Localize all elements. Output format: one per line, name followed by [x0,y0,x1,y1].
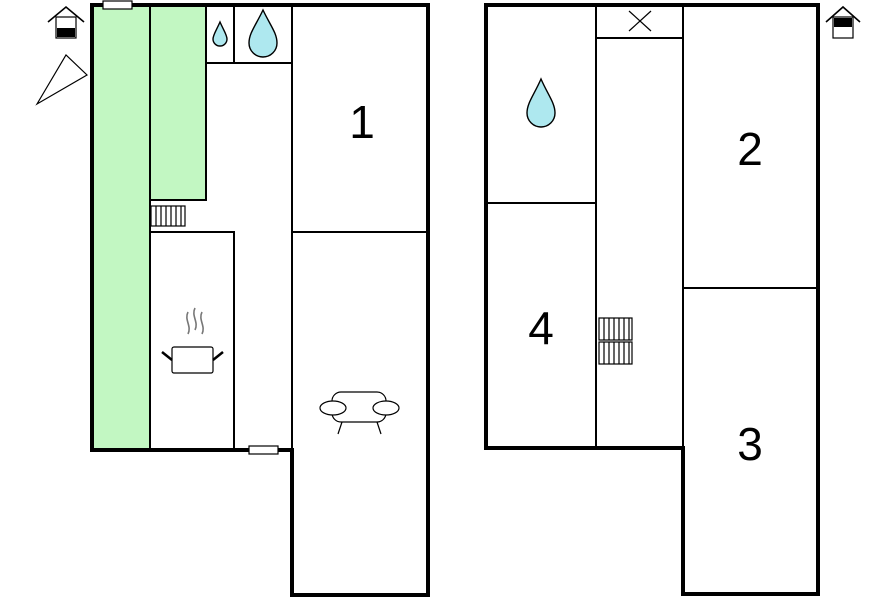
floor-left: 1 [90,0,430,597]
outer-wall-left [90,3,430,597]
wall [150,231,235,450]
water-drop-icon [526,77,556,128]
kitchen-pot-icon [161,307,224,374]
room-label-3: 3 [737,418,763,470]
floor-right: 2 3 4 [484,3,820,596]
wall [150,5,207,201]
terrace-strip [92,5,150,450]
compass-north-icon [35,54,88,106]
balcony-strip [150,5,206,200]
door-icon [248,445,279,455]
radiator-icon [150,205,186,227]
room-label-2: 2 [737,123,763,175]
void-cross-icon [628,10,652,32]
sofa-icon [319,391,400,435]
house-entrance-icon [825,5,861,39]
stairs-icon [598,317,633,365]
house-entrance-icon [47,5,85,39]
window-icon [102,0,133,10]
room-label-4: 4 [528,302,554,354]
water-drop-icon [248,8,278,58]
outer-wall-right [484,3,820,596]
water-drop-icon [212,20,228,47]
room-label-1: 1 [349,96,375,148]
